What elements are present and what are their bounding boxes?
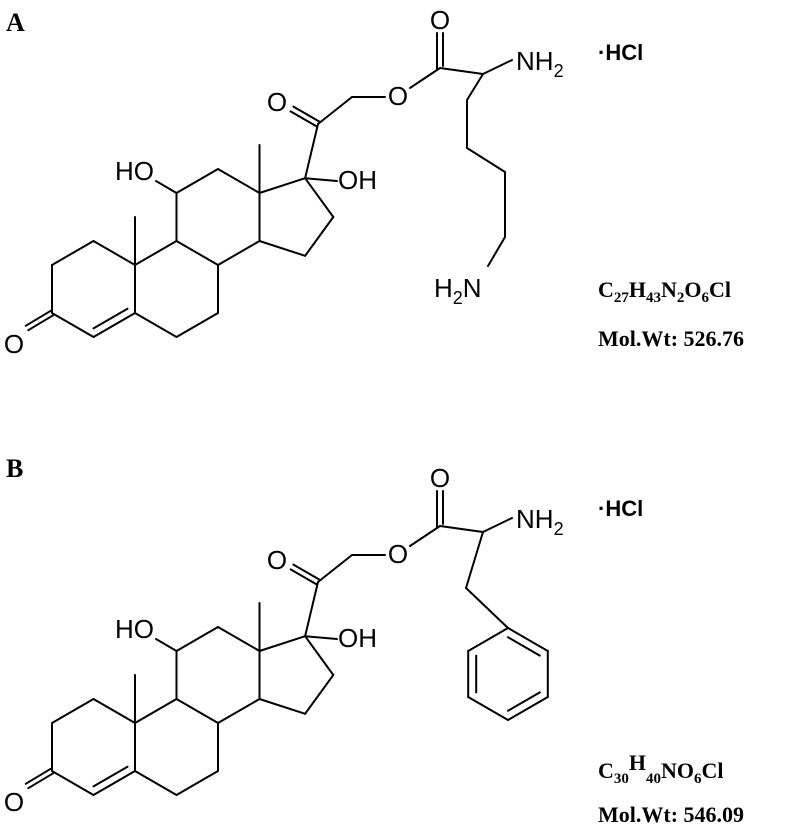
steroid-ring-bond	[217, 168, 261, 194]
double-bond	[289, 568, 318, 586]
side-chain-bond	[439, 67, 484, 75]
side-chain-bond	[317, 96, 353, 125]
ketone-oxygen-label: O	[4, 329, 24, 359]
side-chain-bond	[317, 554, 353, 583]
lysine-chain-bond	[466, 147, 506, 173]
molecular-weight-a: Mol.Wt: 526.76	[598, 326, 744, 351]
side-chain-bond	[304, 123, 319, 180]
benzene-ring-bond	[507, 696, 549, 721]
steroid-ring-bond	[258, 240, 307, 257]
alpha-amine-label: NH2	[516, 46, 564, 81]
side-chain-bond	[304, 177, 338, 182]
steroid-ring-bond	[304, 635, 335, 676]
lysine-chain-bond	[487, 236, 506, 267]
steroid-ring-bond	[217, 698, 261, 724]
side-chain-bond	[439, 525, 484, 533]
double-bond	[292, 105, 321, 123]
double-bond	[92, 765, 129, 788]
steroid-ring-bond	[92, 698, 136, 724]
benzyl-bond	[465, 587, 509, 629]
double-bond	[92, 307, 129, 330]
benzene-ring-bond	[467, 696, 509, 721]
side-chain-bond	[155, 180, 178, 194]
steroid-ring-bond	[134, 312, 178, 338]
panel-label-a: A	[6, 8, 25, 37]
side-chain-bond	[482, 517, 513, 533]
alpha-amine-label: NH2	[516, 504, 564, 539]
ester-oxygen-label: O	[388, 539, 408, 569]
hydroxyl-11-label: HO	[115, 614, 154, 644]
side-chain-bond	[482, 59, 513, 75]
steroid-ring-bond	[92, 770, 136, 796]
steroid-ring-bond	[258, 635, 307, 652]
steroid-ring-bond	[51, 312, 95, 338]
c20-carbonyl-oxygen-label: O	[267, 87, 287, 117]
steroid-ring-bond	[92, 312, 136, 338]
benzene-ring-bond	[467, 627, 509, 652]
steroid-ring-bond	[175, 168, 219, 194]
hydroxyl-17-label: OH	[338, 165, 377, 195]
ester-carbonyl-oxygen-label: O	[430, 5, 450, 35]
steroid-ring-bond	[217, 626, 261, 652]
steroid-ring-bond	[258, 177, 307, 194]
molecular-weight-b: Mol.Wt: 546.09	[598, 802, 744, 827]
side-chain-bond	[304, 635, 338, 640]
c20-carbonyl-oxygen-label: O	[267, 545, 287, 575]
double-bond	[24, 309, 52, 327]
steroid-ring-bond	[258, 698, 307, 715]
steroid-ring-bond	[51, 770, 95, 796]
double-bond	[24, 767, 52, 785]
steroid-ring-bond	[92, 240, 136, 266]
steroid-ring-bond	[304, 674, 335, 715]
steroid-ring-bond	[51, 240, 95, 266]
ester-carbonyl-oxygen-label: O	[430, 463, 450, 493]
steroid-ring-bond	[51, 698, 95, 724]
steroid-ring-bond	[217, 240, 261, 266]
panel-a: A O HO OH O O O NH2 ·HCl H2N	[4, 5, 643, 359]
side-chain-bond	[409, 525, 441, 547]
hydroxyl-11-label: HO	[115, 156, 154, 186]
panel-b: O HO OH O O O NH2 ·HCl	[4, 463, 643, 817]
steroid-ring-bond	[175, 312, 219, 338]
double-bond	[289, 110, 318, 128]
double-bond	[27, 772, 55, 790]
benzene-double-bond	[507, 691, 541, 712]
panel-label-b: B	[6, 454, 23, 483]
steroid-ring-bond	[134, 698, 178, 724]
hcl-salt-label: ·HCl	[598, 496, 643, 521]
double-bond	[27, 314, 55, 332]
steroid-ring-bond	[304, 177, 335, 218]
panel-b-bonds	[24, 490, 549, 796]
hcl-salt-label: ·HCl	[598, 40, 643, 65]
benzyl-bond	[465, 531, 484, 589]
panel-a-bonds	[24, 32, 513, 338]
side-chain-bond	[409, 67, 441, 89]
steroid-ring-bond	[175, 770, 219, 796]
hydroxyl-17-label: OH	[338, 623, 377, 653]
side-chain-bond	[155, 638, 178, 652]
molecular-formula-a: C27H43N2O6Cl	[598, 277, 731, 306]
benzene-ring-bond	[507, 627, 549, 652]
steroid-ring-bond	[134, 770, 178, 796]
side-chain-bond	[304, 581, 319, 638]
steroid-ring-bond	[304, 216, 335, 257]
molecular-formula-b: C30H40NO6Cl	[598, 750, 724, 787]
double-bond	[292, 563, 321, 581]
ester-oxygen-label: O	[388, 81, 408, 111]
steroid-ring-bond	[175, 240, 219, 266]
steroid-ring-bond	[134, 240, 178, 266]
steroid-ring-bond	[175, 626, 219, 652]
benzene-double-bond	[507, 636, 541, 657]
ketone-oxygen-label: O	[4, 787, 24, 817]
side-chain-amine-label: H2N	[434, 273, 482, 308]
steroid-ring-bond	[175, 698, 219, 724]
lysine-chain-bond	[466, 73, 484, 101]
